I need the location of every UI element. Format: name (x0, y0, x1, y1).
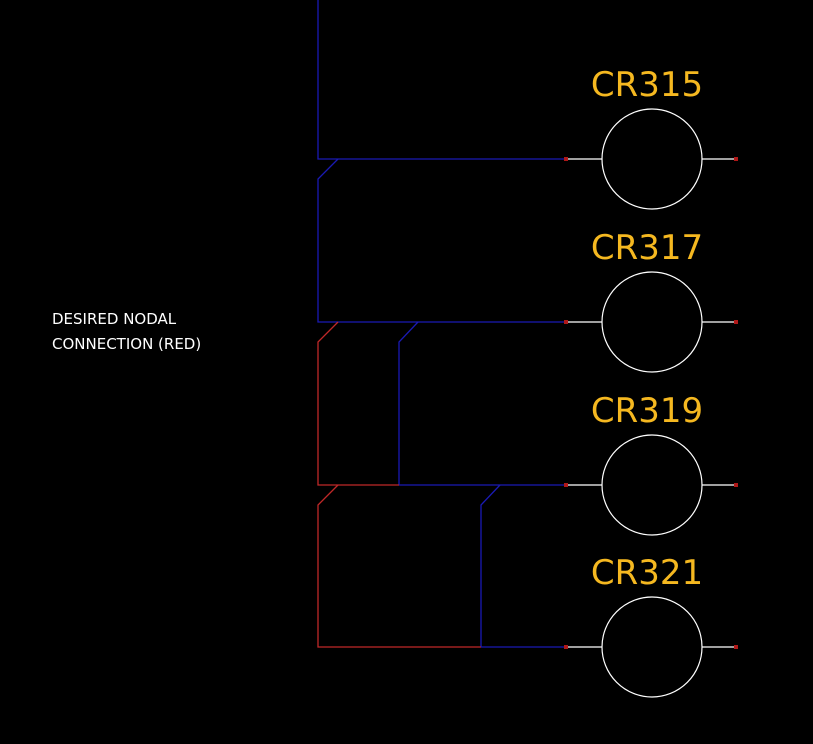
blue-wires (317, 0, 566, 648)
coil-circle[interactable] (601, 108, 703, 210)
relay-coil-cr317[interactable]: CR317 (564, 228, 738, 373)
red-wires (317, 321, 481, 648)
terminal-right[interactable] (734, 645, 738, 649)
wire-red-1[interactable] (317, 321, 399, 486)
terminal-left[interactable] (564, 320, 568, 324)
note-line-1: DESIRED NODAL (52, 310, 177, 328)
coil-circle[interactable] (601, 271, 703, 373)
wire-blue-2[interactable] (317, 158, 566, 323)
wire-blue-1[interactable] (317, 0, 566, 160)
wire-red-2[interactable] (317, 484, 481, 648)
coil-label: CR321 (591, 553, 703, 593)
terminal-right[interactable] (734, 483, 738, 487)
annotation-note: DESIRED NODAL CONNECTION (RED) (52, 307, 201, 357)
coil-circle[interactable] (601, 596, 703, 698)
coil-label: CR317 (591, 228, 703, 268)
relay-coil-cr315[interactable]: CR315 (564, 65, 738, 210)
terminal-right[interactable] (734, 157, 738, 161)
note-line-2: CONNECTION (RED) (52, 335, 202, 353)
terminal-left[interactable] (564, 483, 568, 487)
terminal-left[interactable] (564, 645, 568, 649)
relay-coil-cr319[interactable]: CR319 (564, 391, 738, 536)
coil-circle[interactable] (601, 434, 703, 536)
wire-blue-4[interactable] (480, 484, 566, 648)
coil-label: CR319 (591, 391, 703, 431)
terminal-right[interactable] (734, 320, 738, 324)
relay-coil-cr321[interactable]: CR321 (564, 553, 738, 698)
terminal-left[interactable] (564, 157, 568, 161)
coil-label: CR315 (591, 65, 703, 105)
wire-blue-3[interactable] (398, 321, 566, 486)
